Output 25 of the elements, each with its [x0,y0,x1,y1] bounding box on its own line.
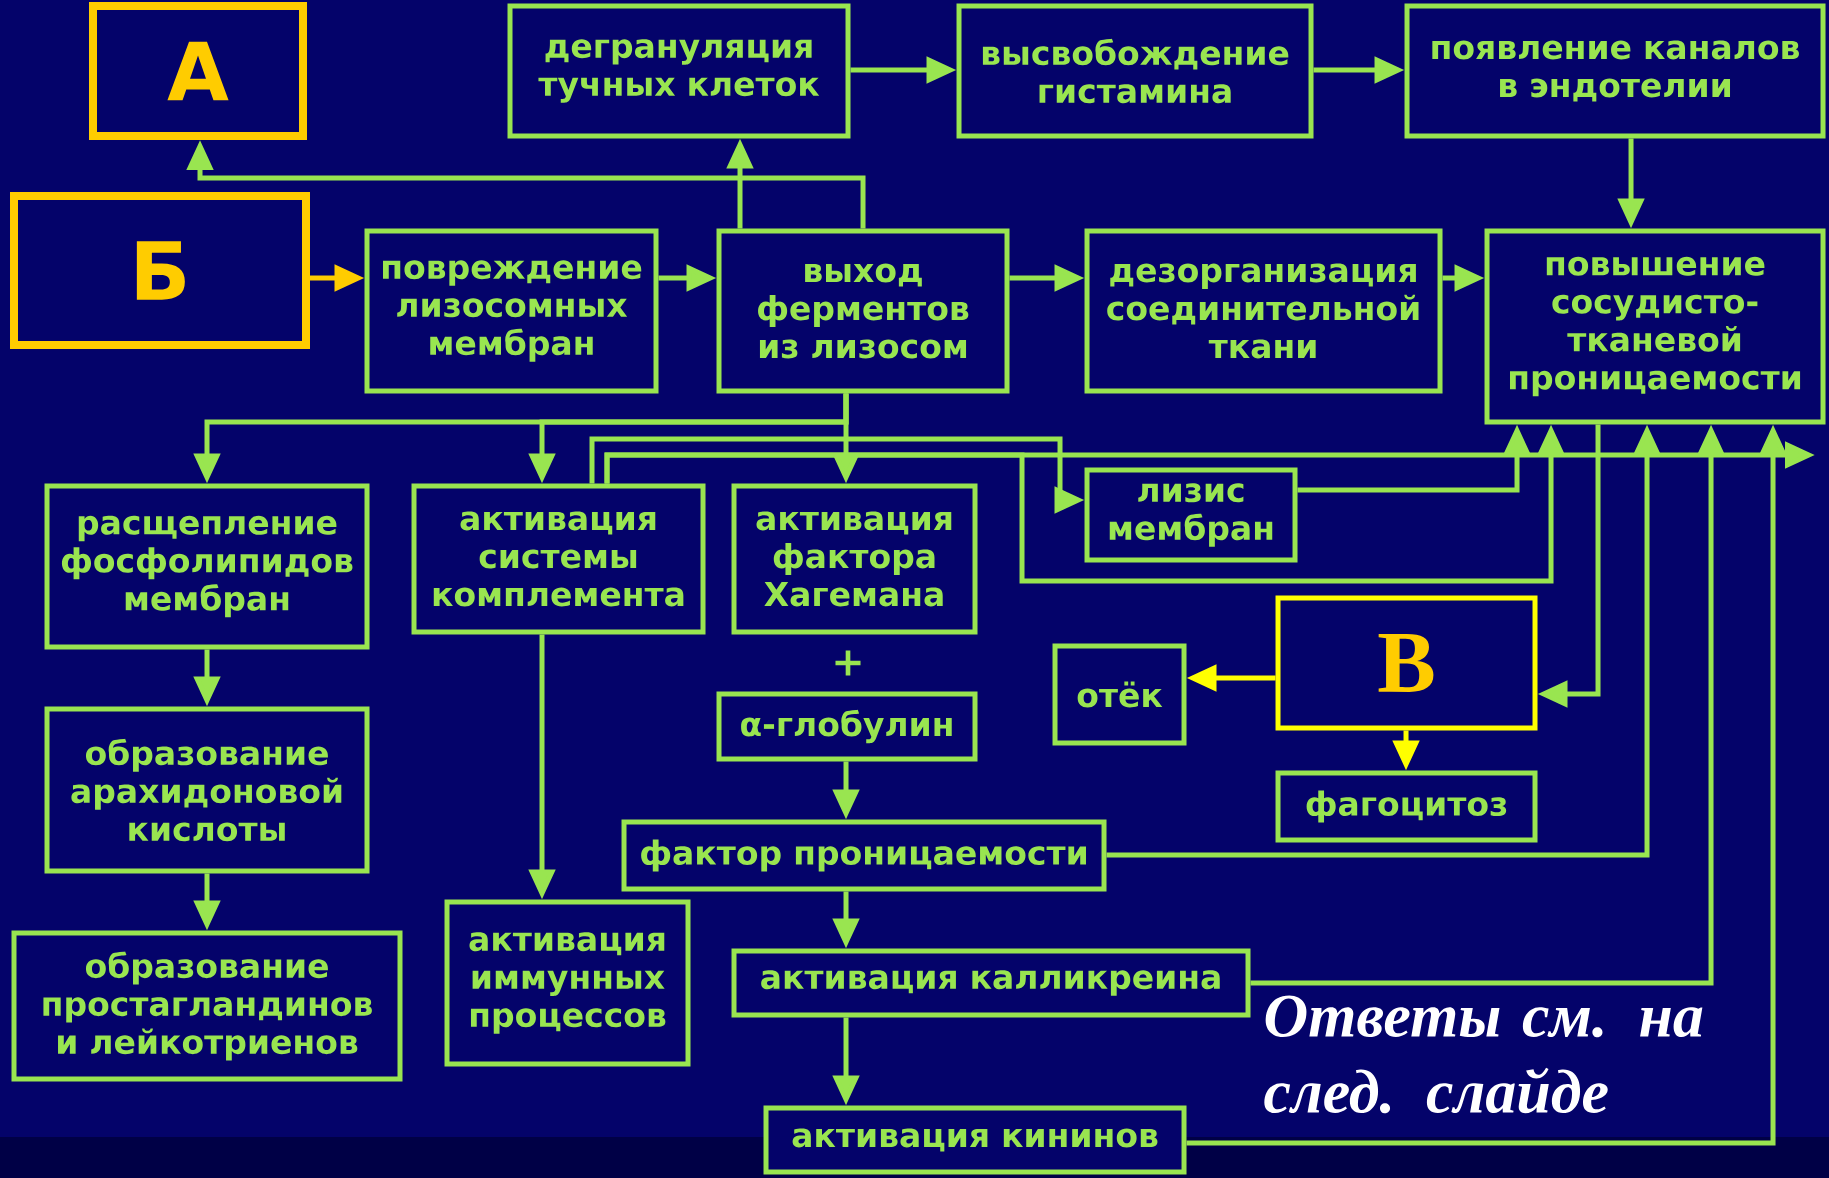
letter-box: Б [10,192,310,349]
process-box: расщепление фосфолипидов мембран [44,483,370,650]
letter-box: А [89,2,307,140]
process-box: активация системы комплемента [411,483,706,635]
note: Ответы см. на след. слайде [1264,995,1703,1114]
process-box: высвобождение гистамина [956,3,1314,139]
process-box: повышение сосудисто-тканевой проницаемости [1484,228,1826,425]
process-box: лизис мембран [1084,467,1298,563]
process-box: появление каналов в эндотелии [1404,3,1826,139]
process-box: дегрануляция тучных клеток [507,3,851,139]
process-box: α-глобулин [716,691,978,762]
process-box: повреждение лизосомных мембран [364,228,659,394]
process-box: активация фактора Хагемана [731,483,978,635]
process-box: образование арахидоновой кислоты [44,706,370,874]
plus-sign: + [835,650,861,676]
process-box: дезорганизация соединительной ткани [1084,228,1443,394]
process-box: фагоцитоз [1275,770,1538,843]
process-box: активация калликреина [731,948,1251,1018]
process-box: отёк [1052,643,1187,746]
process-box: активация кининов [763,1105,1187,1175]
letter-box: В [1275,595,1538,731]
process-box: фактор проницаемости [621,819,1107,892]
process-box: образование простагландинов и лейкотриенов [11,930,403,1082]
process-box: выход ферментов из лизосом [716,228,1010,394]
process-box: активация иммунных процессов [444,899,691,1067]
